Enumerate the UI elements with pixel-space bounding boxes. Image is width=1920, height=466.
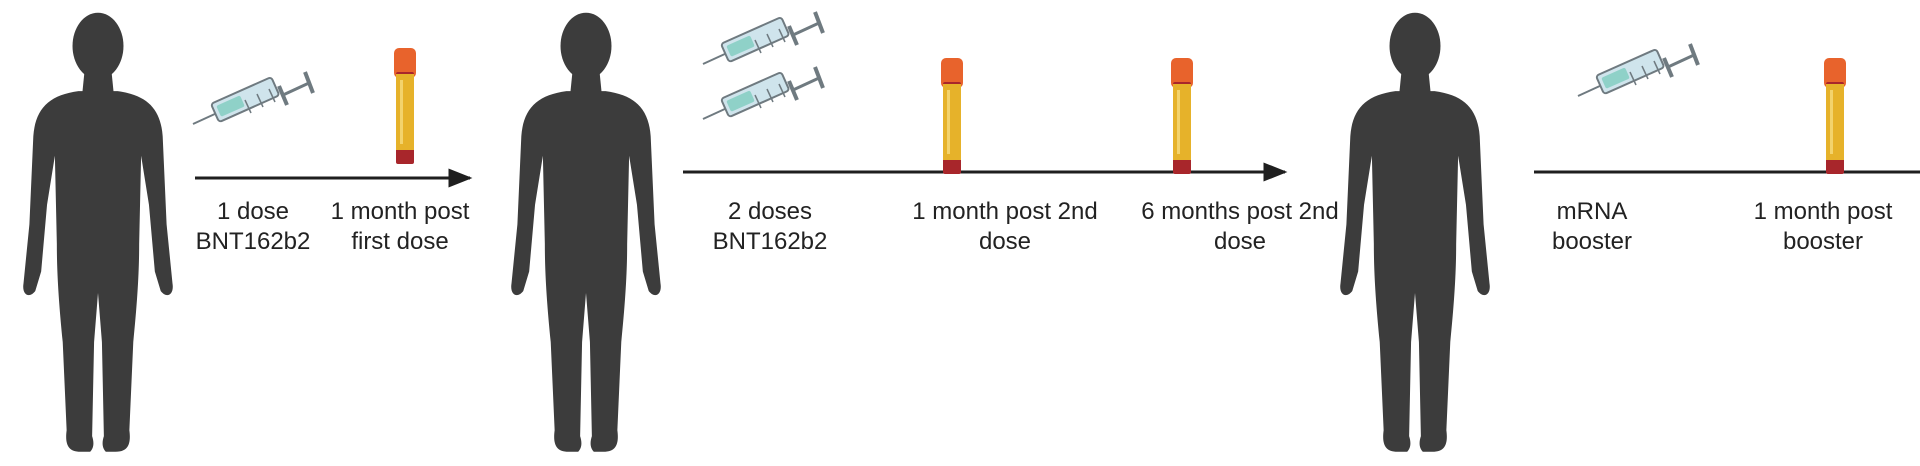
blood-tube-icon <box>394 48 416 164</box>
timepoint-label-line: 1 month post <box>1753 198 1893 225</box>
timepoint-label-line: 6 months post 2nd <box>1141 198 1339 225</box>
timepoint-label: 1 month post booster <box>1703 197 1920 257</box>
person-silhouette-icon <box>1340 12 1490 452</box>
timepoint-label-line: booster <box>1782 228 1864 255</box>
timepoint-label-line: 1 month post <box>330 198 470 225</box>
syringe-icon <box>191 70 315 126</box>
timepoint-label: 1 month post 2nd dose <box>885 197 1125 257</box>
syringe-icon <box>1576 42 1700 98</box>
timepoint-label-line: dose <box>978 228 1032 255</box>
timepoint-label-line: first dose <box>351 228 449 255</box>
timepoint-label: 1 month post first dose <box>280 197 520 257</box>
blood-tube-icon <box>1824 58 1846 174</box>
timepoint-label-line: booster <box>1551 228 1633 255</box>
timepoint-label-line: 1 month post 2nd <box>912 198 1098 225</box>
timepoint-label-line: BNT162b2 <box>712 228 828 255</box>
blood-tube-icon <box>1171 58 1193 174</box>
syringe-icon <box>701 10 825 66</box>
syringe-icon <box>701 65 825 121</box>
blood-tube-icon <box>941 58 963 174</box>
person-silhouette-icon <box>511 12 661 452</box>
timepoint-label: mRNA booster <box>1472 197 1712 257</box>
timepoint-label-line: 1 dose <box>216 198 290 225</box>
timepoint-label-line: mRNA <box>1556 198 1628 225</box>
timepoint-label-line: 2 doses <box>727 198 813 225</box>
timepoint-label-line: dose <box>1213 228 1267 255</box>
timepoint-label-line: BNT162b2 <box>195 228 311 255</box>
timepoint-label: 6 months post 2nd dose <box>1120 197 1360 257</box>
